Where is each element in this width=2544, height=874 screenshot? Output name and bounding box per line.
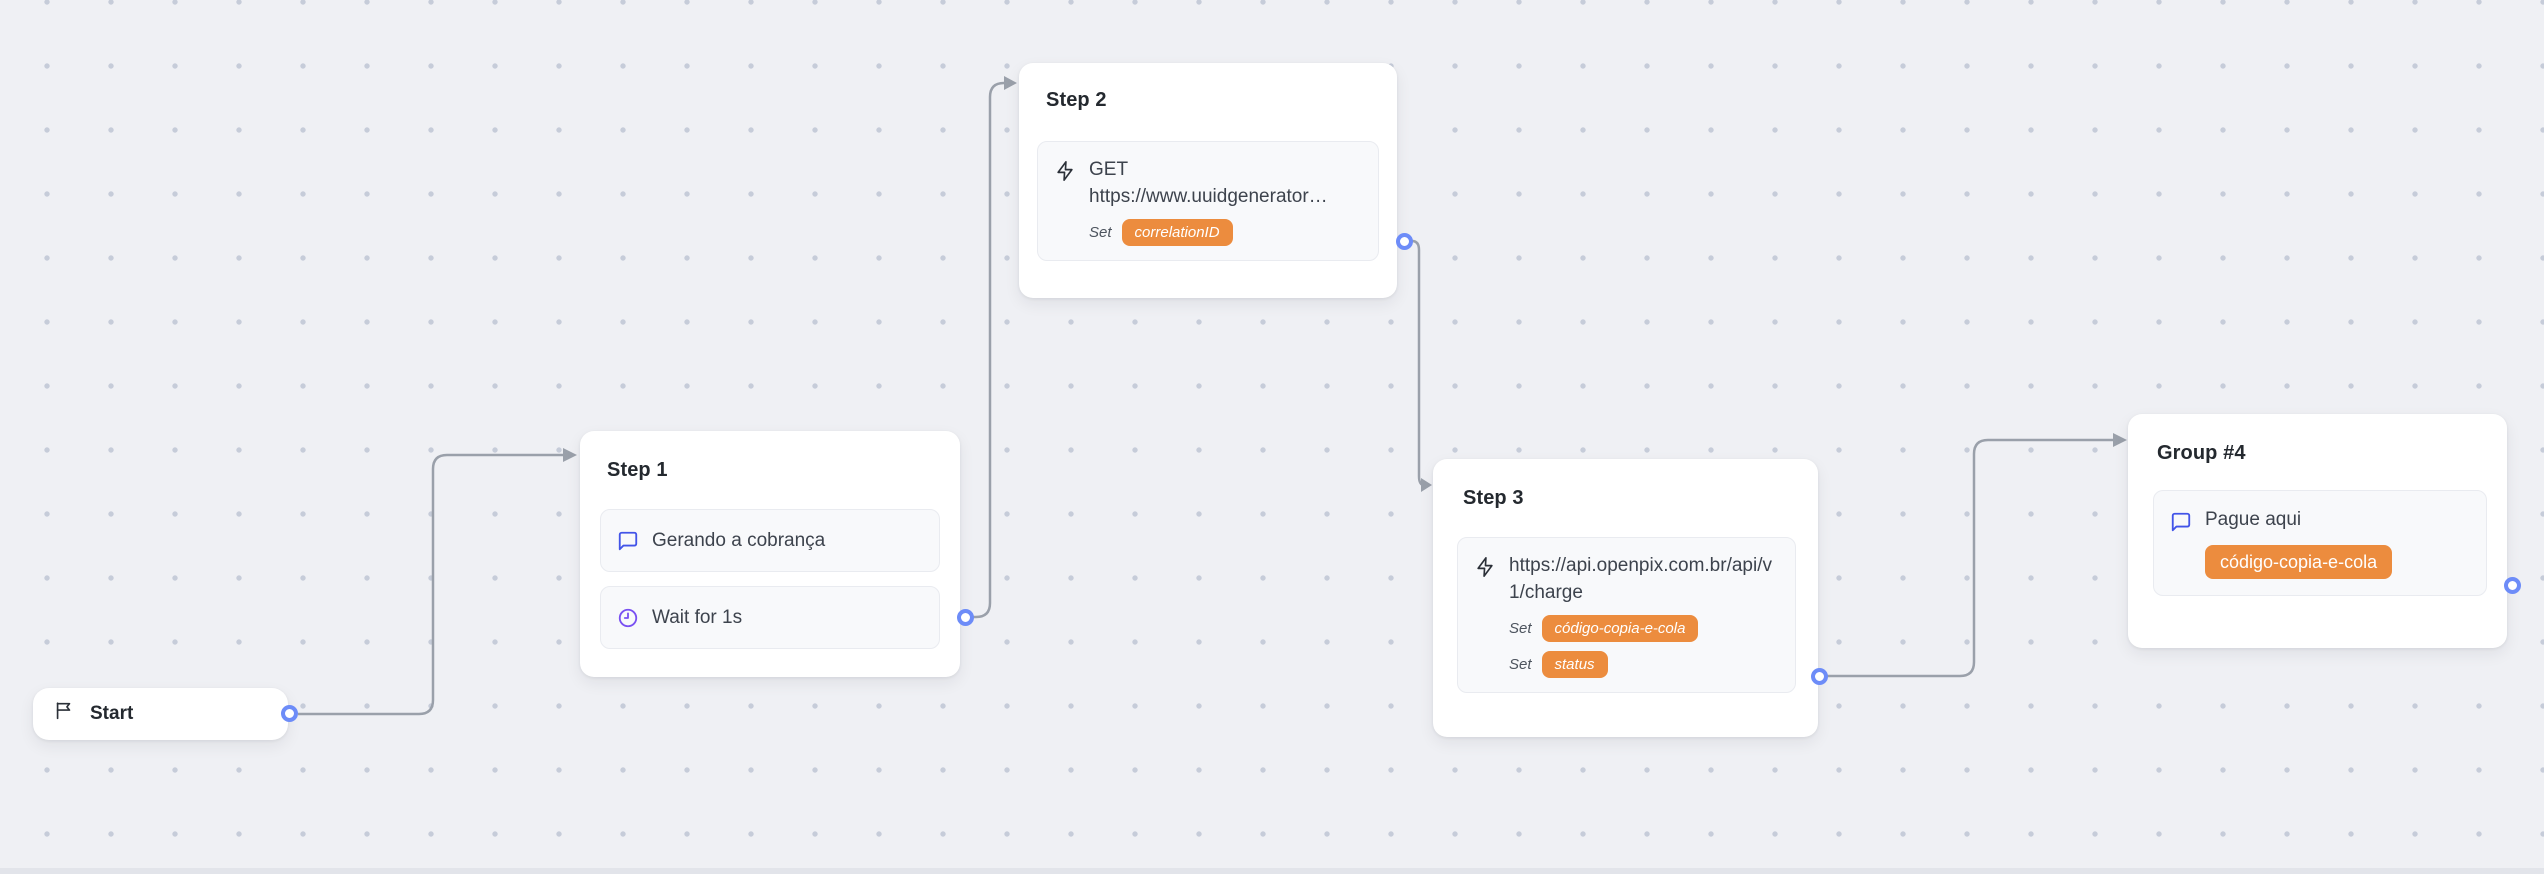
step3-title: Step 3 (1463, 487, 1524, 509)
edge-step2-to-step3[interactable] (1411, 239, 1432, 492)
canvas-bottom-edge (0, 868, 2544, 874)
flag-icon (53, 700, 75, 728)
lightning-icon (1474, 556, 1496, 578)
step1-item-wait[interactable]: Wait for 1s (600, 586, 940, 649)
node-step1[interactable]: Step 1 Gerando a cobrança Wait for 1s (580, 431, 960, 677)
handle-step1-output[interactable] (957, 609, 974, 626)
step3-item-request[interactable]: https://api.openpix.com.br/api/v1/charge… (1457, 537, 1796, 693)
handle-step3-output[interactable] (1811, 668, 1828, 685)
node-group4[interactable]: Group #4 Pague aqui código-copia-e-cola (2128, 414, 2507, 648)
variable-badge-codigo-copia-e-cola[interactable]: código-copia-e-cola (2205, 545, 2393, 579)
set-label: Set (1089, 224, 1112, 241)
group4-item-label: Pague aqui (2205, 509, 2302, 530)
set-label: Set (1509, 620, 1532, 637)
chat-bubble-icon (2170, 511, 2192, 533)
group4-title: Group #4 (2157, 442, 2246, 464)
edge-step3-to-group4[interactable] (1827, 433, 2127, 678)
step1-item-message-label: Gerando a cobrança (652, 529, 826, 551)
request-method: GET (1089, 159, 1129, 180)
start-label: Start (90, 703, 134, 724)
set-label: Set (1509, 656, 1532, 673)
clock-icon (617, 607, 639, 629)
edge-step1-to-step2[interactable] (973, 76, 1017, 619)
variable-badge-codigo-copia-e-cola[interactable]: código-copia-e-cola (1541, 615, 1699, 642)
request-url: https://www.uuidgenerator… (1089, 186, 1328, 207)
variable-badge-status[interactable]: status (1541, 651, 1608, 678)
handle-group4-output[interactable] (2504, 577, 2521, 594)
node-step3[interactable]: Step 3 https://api.openpix.com.br/api/v1… (1433, 459, 1818, 737)
step2-title: Step 2 (1046, 89, 1107, 111)
chat-bubble-icon (617, 530, 639, 552)
handle-step2-output[interactable] (1396, 233, 1413, 250)
handle-start-output[interactable] (281, 705, 298, 722)
step1-item-wait-label: Wait for 1s (652, 606, 743, 628)
variable-badge-correlationid[interactable]: correlationID (1121, 219, 1233, 246)
step2-item-request[interactable]: GET https://www.uuidgenerator… Set corre… (1037, 141, 1379, 261)
edge-start-to-step1[interactable] (298, 448, 577, 716)
step1-title: Step 1 (607, 459, 668, 481)
group4-item-message[interactable]: Pague aqui código-copia-e-cola (2153, 490, 2487, 596)
node-start[interactable]: Start (33, 688, 288, 740)
lightning-icon (1054, 160, 1076, 182)
request-url: https://api.openpix.com.br/api/v1/charge (1509, 555, 1772, 603)
node-step2[interactable]: Step 2 GET https://www.uuidgenerator… Se… (1019, 63, 1397, 298)
step1-item-message[interactable]: Gerando a cobrança (600, 509, 940, 572)
